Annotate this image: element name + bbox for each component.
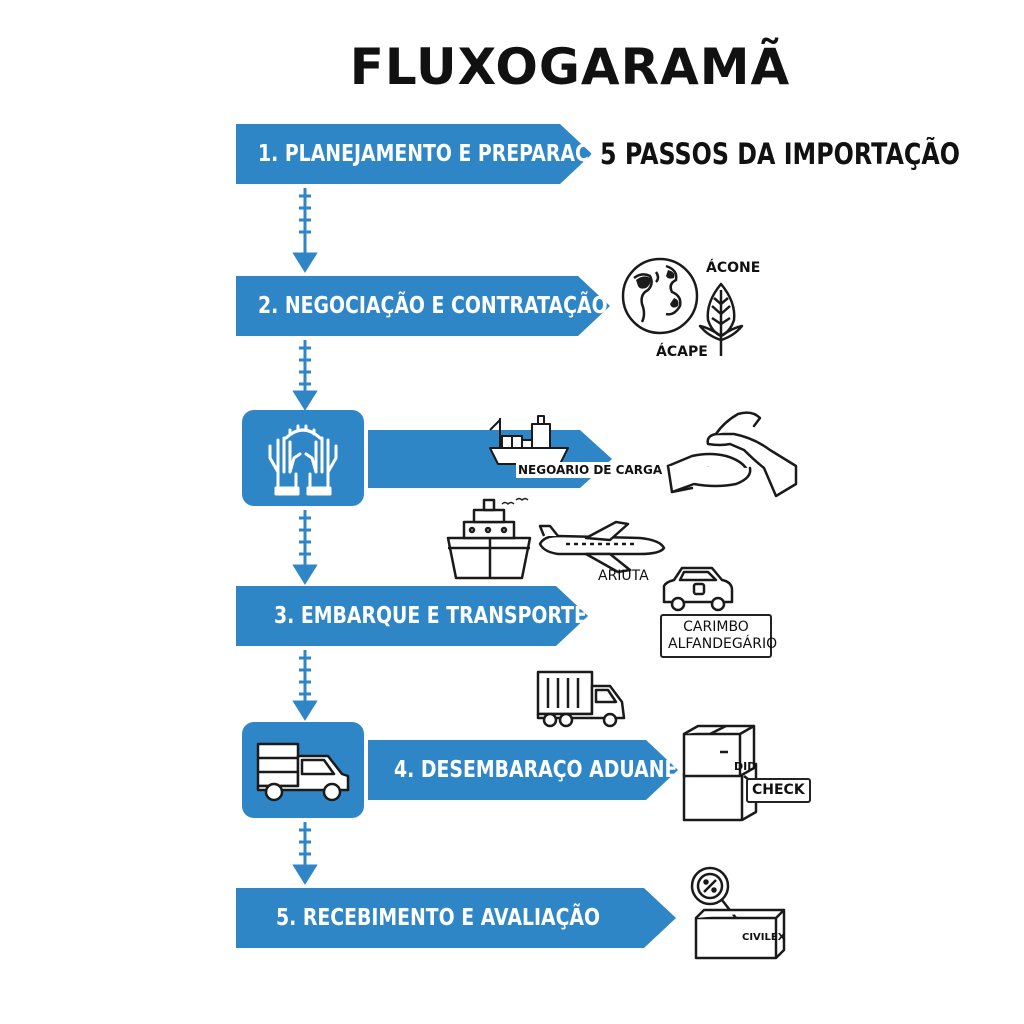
- step-3-banner: 3. EMBARQUE E TRANSPORTE: [236, 586, 588, 646]
- car-icon: [662, 566, 734, 612]
- box-label: CIVILEX: [742, 932, 786, 943]
- ariuta-label: ARIÚTA: [598, 568, 649, 584]
- page-subtitle: 5 PASSOS DA IMPORTAÇÃO: [600, 137, 960, 171]
- did-label: DID: [734, 760, 757, 773]
- step-2-banner: 2. NEGOCIAÇÃO E CONTRATAÇÃO: [236, 276, 610, 336]
- leaf-icon: [698, 282, 744, 356]
- airplane-icon: [538, 520, 666, 574]
- negocio-carga-label: NEGOARIO DE CARGA: [516, 462, 665, 478]
- connector-arrow-3: [292, 510, 318, 585]
- connector-arrow-1: [292, 188, 318, 273]
- raised-hands-icon: [268, 424, 338, 496]
- carimbo-tag: CARIMBO ALFANDEGÁRIO: [660, 614, 777, 658]
- step-1-banner: 1. PLANEJAMENTO E PREPARAÇÃO: [236, 124, 592, 184]
- truck-icon-box: [242, 722, 364, 818]
- step-3-label: 3. EMBARQUE E TRANSPORTE: [274, 603, 587, 629]
- magnifier-box-icon: [690, 866, 786, 960]
- ship-icon: [446, 497, 532, 580]
- step-5-banner: 5. RECEBIMENTO E AVALIAÇÃO: [236, 888, 676, 948]
- step-1-label: 1. PLANEJAMENTO E PREPARAÇÃO: [258, 141, 620, 167]
- container-truck-icon: [536, 670, 626, 728]
- cargo-ship-icon: [489, 415, 569, 465]
- step-4-banner: 4. DESEMBARAÇO ADUANEIRO: [368, 740, 678, 800]
- connector-arrow-5: [292, 822, 318, 885]
- acape-label: ÁCAPE: [656, 344, 708, 360]
- step-2-label: 2. NEGOCIAÇÃO E CONTRATAÇÃO: [258, 293, 608, 319]
- check-tag: CHECK: [746, 778, 811, 803]
- page-title: FLUXOGARAMÃ: [349, 38, 791, 96]
- step-4-label: 4. DESEMBARAÇO ADUANEIRO: [394, 757, 715, 783]
- globe-icon: [621, 257, 699, 335]
- handshake-icon: [666, 411, 798, 498]
- acone-label: ÁCONE: [706, 260, 761, 276]
- hands-icon-box: [242, 410, 364, 506]
- connector-arrow-4: [292, 650, 318, 721]
- boxes-icon: [682, 724, 771, 822]
- delivery-truck-icon: [256, 742, 350, 802]
- step-extra-banner: [368, 430, 612, 488]
- connector-arrow-2: [292, 340, 318, 411]
- step-5-label: 5. RECEBIMENTO E AVALIAÇÃO: [276, 905, 601, 931]
